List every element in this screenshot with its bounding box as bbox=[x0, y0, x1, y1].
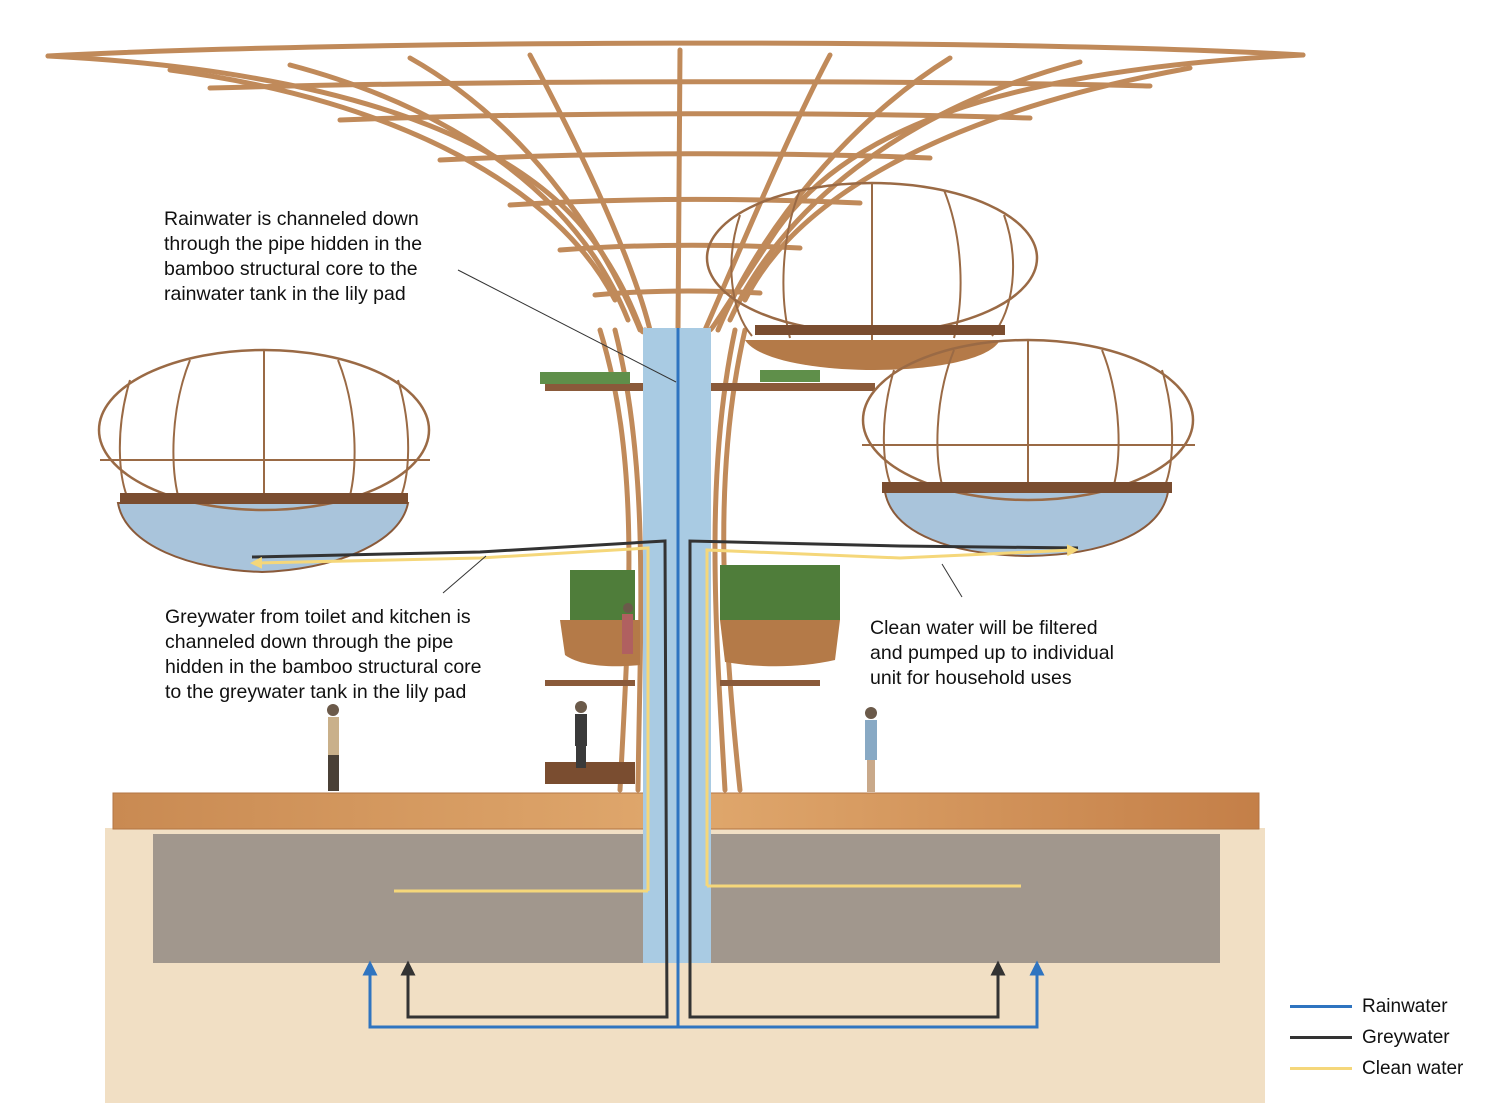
legend-label-clean-water: Clean water bbox=[1362, 1058, 1464, 1079]
legend-swatch-rainwater bbox=[1290, 1005, 1352, 1008]
legend-swatch-clean-water bbox=[1290, 1067, 1352, 1070]
callout-leaders bbox=[442, 269, 963, 598]
legend-label-rainwater: Rainwater bbox=[1362, 996, 1448, 1017]
pod-right bbox=[861, 338, 1195, 558]
pod-left bbox=[97, 348, 431, 574]
callout-rainwater: Rainwater is channeled down through the … bbox=[164, 208, 423, 305]
people bbox=[327, 603, 877, 792]
legend-swatch-greywater bbox=[1290, 1036, 1352, 1039]
rainwater-line bbox=[362, 328, 1045, 1029]
clean-water-line bbox=[250, 544, 1079, 893]
pod-top-right bbox=[705, 181, 1039, 370]
greywater-line bbox=[251, 539, 1079, 1019]
callout-clean-water: Clean water will be filtered and pumped … bbox=[870, 617, 1114, 689]
callout-greywater: Greywater from toilet and kitchen is cha… bbox=[165, 606, 482, 703]
legend-label-greywater: Greywater bbox=[1362, 1027, 1450, 1048]
